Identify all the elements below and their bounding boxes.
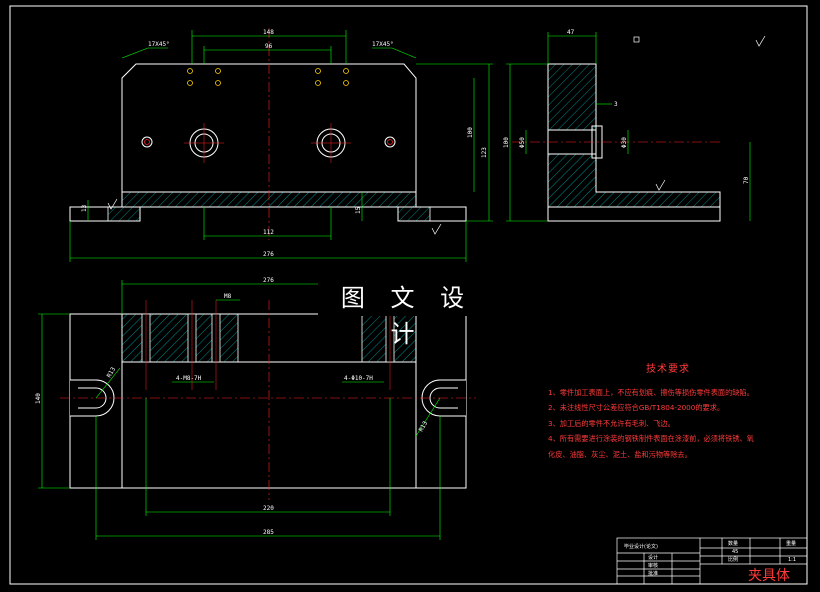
dim-front-base-width: 276 — [263, 251, 274, 258]
dim-top-section-a: 4-M8-7H — [176, 375, 202, 382]
tech-requirements-title: 技术要求 — [646, 364, 690, 375]
banner-title: 图 文 设 计 — [318, 280, 496, 348]
dim-top-width-bottom: 285 — [263, 529, 274, 536]
title-block-material: 45 — [732, 549, 738, 555]
front-small-hole-left — [141, 136, 153, 148]
title-block — [616, 537, 808, 585]
top-section-hatch-left — [121, 313, 239, 363]
tech-requirement-item: 3、加工后的零件不允许有毛刺、飞边。 — [548, 418, 675, 428]
dim-chamfer-right: 17X45° — [372, 41, 394, 48]
title-block-approver: 批准 — [648, 570, 658, 577]
title-block-part-name: 夹具体 — [748, 568, 790, 584]
side-view: 47 100 3 Φ30 70 Φ50 — [503, 29, 766, 222]
dim-top-detail: M8 — [224, 293, 232, 300]
title-block-weight-label: 重量 — [786, 540, 796, 547]
tech-requirement-item: 化皮、油脂、灰尘、泥土、盐和污物等除去。 — [548, 449, 692, 459]
dim-front-base-thk: 15 — [355, 206, 362, 214]
dim-side-dia-left: Φ50 — [519, 137, 526, 148]
dim-front-bottom-center: 112 — [263, 229, 274, 236]
title-block-checker: 审核 — [648, 562, 658, 569]
dim-top-width-mid: 220 — [263, 505, 274, 512]
dim-top-slot-r-left: R13 — [106, 366, 118, 379]
side-base — [547, 206, 721, 222]
tech-requirement-item: 1、零件加工表面上，不应有划痕、擦伤等损伤零件表面的缺陷。 — [548, 387, 754, 397]
front-view: 148 96 276 112 123 100 15 13 17X45° 17X4… — [69, 28, 493, 262]
dim-front-height-mid: 100 — [467, 127, 474, 138]
front-threaded-holes — [187, 68, 349, 86]
dim-side-hole-dia: Φ30 — [621, 137, 628, 148]
dim-top-section-b: 4-Φ10-7H — [344, 375, 373, 382]
dim-top-height: 140 — [35, 393, 42, 404]
front-small-hole-right — [384, 136, 396, 148]
dim-side-width: 47 — [567, 29, 575, 36]
dim-chamfer-left: 17X45° — [148, 41, 170, 48]
dim-front-height-total: 123 — [481, 147, 488, 158]
dim-top-width: 276 — [263, 277, 274, 284]
roughness-symbols — [107, 198, 442, 235]
top-view: 276 220 285 140 R13 R13 4-M8-7H 4-Φ10-7H… — [35, 277, 476, 540]
tech-requirement-item: 2、未注线性尺寸公差应符合GB/T1804-2000的要求。 — [548, 403, 725, 412]
title-block-header: 毕业设计(论文) — [624, 543, 658, 550]
dim-top-slot-r-right: R13 — [418, 420, 430, 433]
front-left-foot-hatch — [107, 206, 141, 222]
tech-requirements: 技术要求 1、零件加工表面上，不应有划痕、擦伤等损伤零件表面的缺陷。 2、未注线… — [548, 362, 788, 462]
tech-requirement-item: 4、所有需要进行涂装的钢铁制件表面在涂漆前，必须将铁锈、氧 — [548, 434, 754, 443]
dim-side-hole-offset: 3 — [614, 101, 618, 108]
dim-side-height-r: 70 — [743, 176, 750, 184]
title-block-scale: 1:1 — [788, 557, 796, 563]
dim-side-height: 100 — [503, 137, 510, 148]
dim-front-hole-spacing: 96 — [265, 43, 273, 50]
drawing-border — [9, 5, 808, 585]
dim-front-width-top: 148 — [263, 29, 274, 36]
title-block-scale-label: 比例 — [728, 556, 738, 563]
dim-front-left-thk: 13 — [81, 204, 88, 212]
front-right-foot-hatch — [397, 206, 431, 222]
title-block-designer: 设计 — [648, 554, 658, 561]
title-block-qty-label: 数量 — [728, 540, 738, 547]
